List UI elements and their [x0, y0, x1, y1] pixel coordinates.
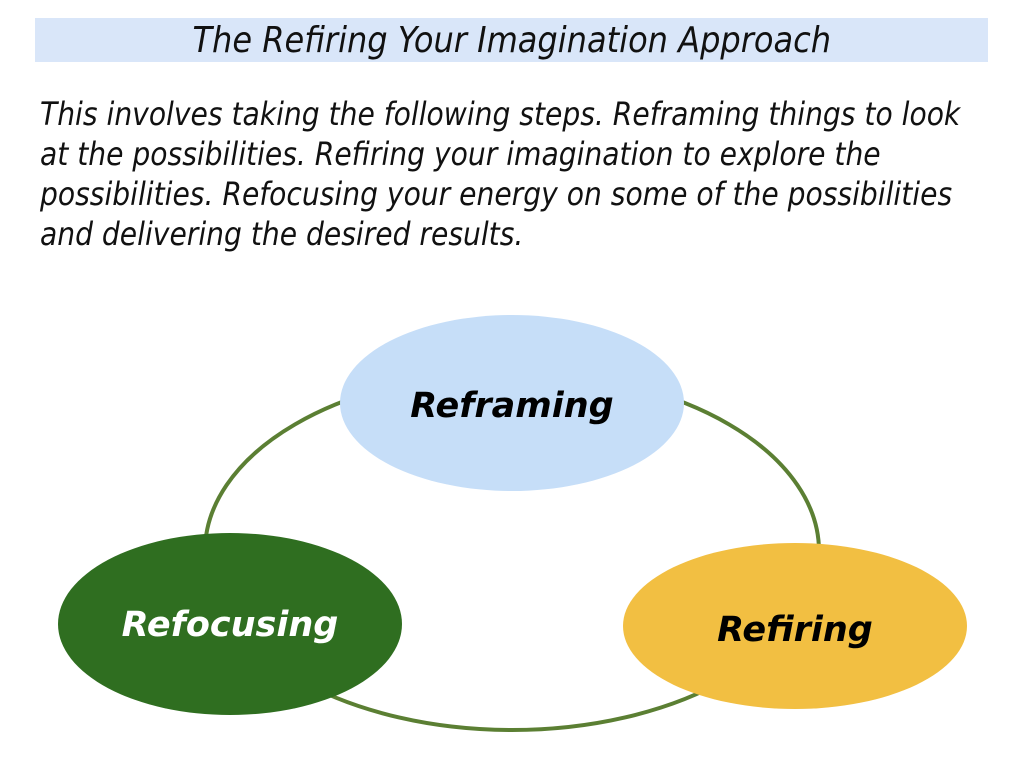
node-refocusing-ellipse: [58, 533, 402, 715]
intro-line: at the possibilities. Refiring your imag…: [40, 135, 881, 173]
intro-paragraph: This involves taking the following steps…: [40, 94, 1024, 254]
node-refocusing-label: Refocusing: [122, 605, 339, 645]
node-refiring-ellipse: [623, 543, 967, 709]
page-title: The Refiring Your Imagination Approach: [192, 19, 831, 61]
node-refiring-label: Refiring: [717, 610, 873, 650]
intro-line: This involves taking the following steps…: [40, 95, 961, 133]
intro-line: possibilities. Refocusing your energy on…: [40, 175, 953, 213]
intro-line: and delivering the desired results.: [40, 215, 524, 253]
node-reframing-label: Reframing: [410, 386, 614, 426]
title-bar: The Refiring Your Imagination Approach: [35, 18, 988, 62]
node-reframing-ellipse: [340, 315, 684, 491]
